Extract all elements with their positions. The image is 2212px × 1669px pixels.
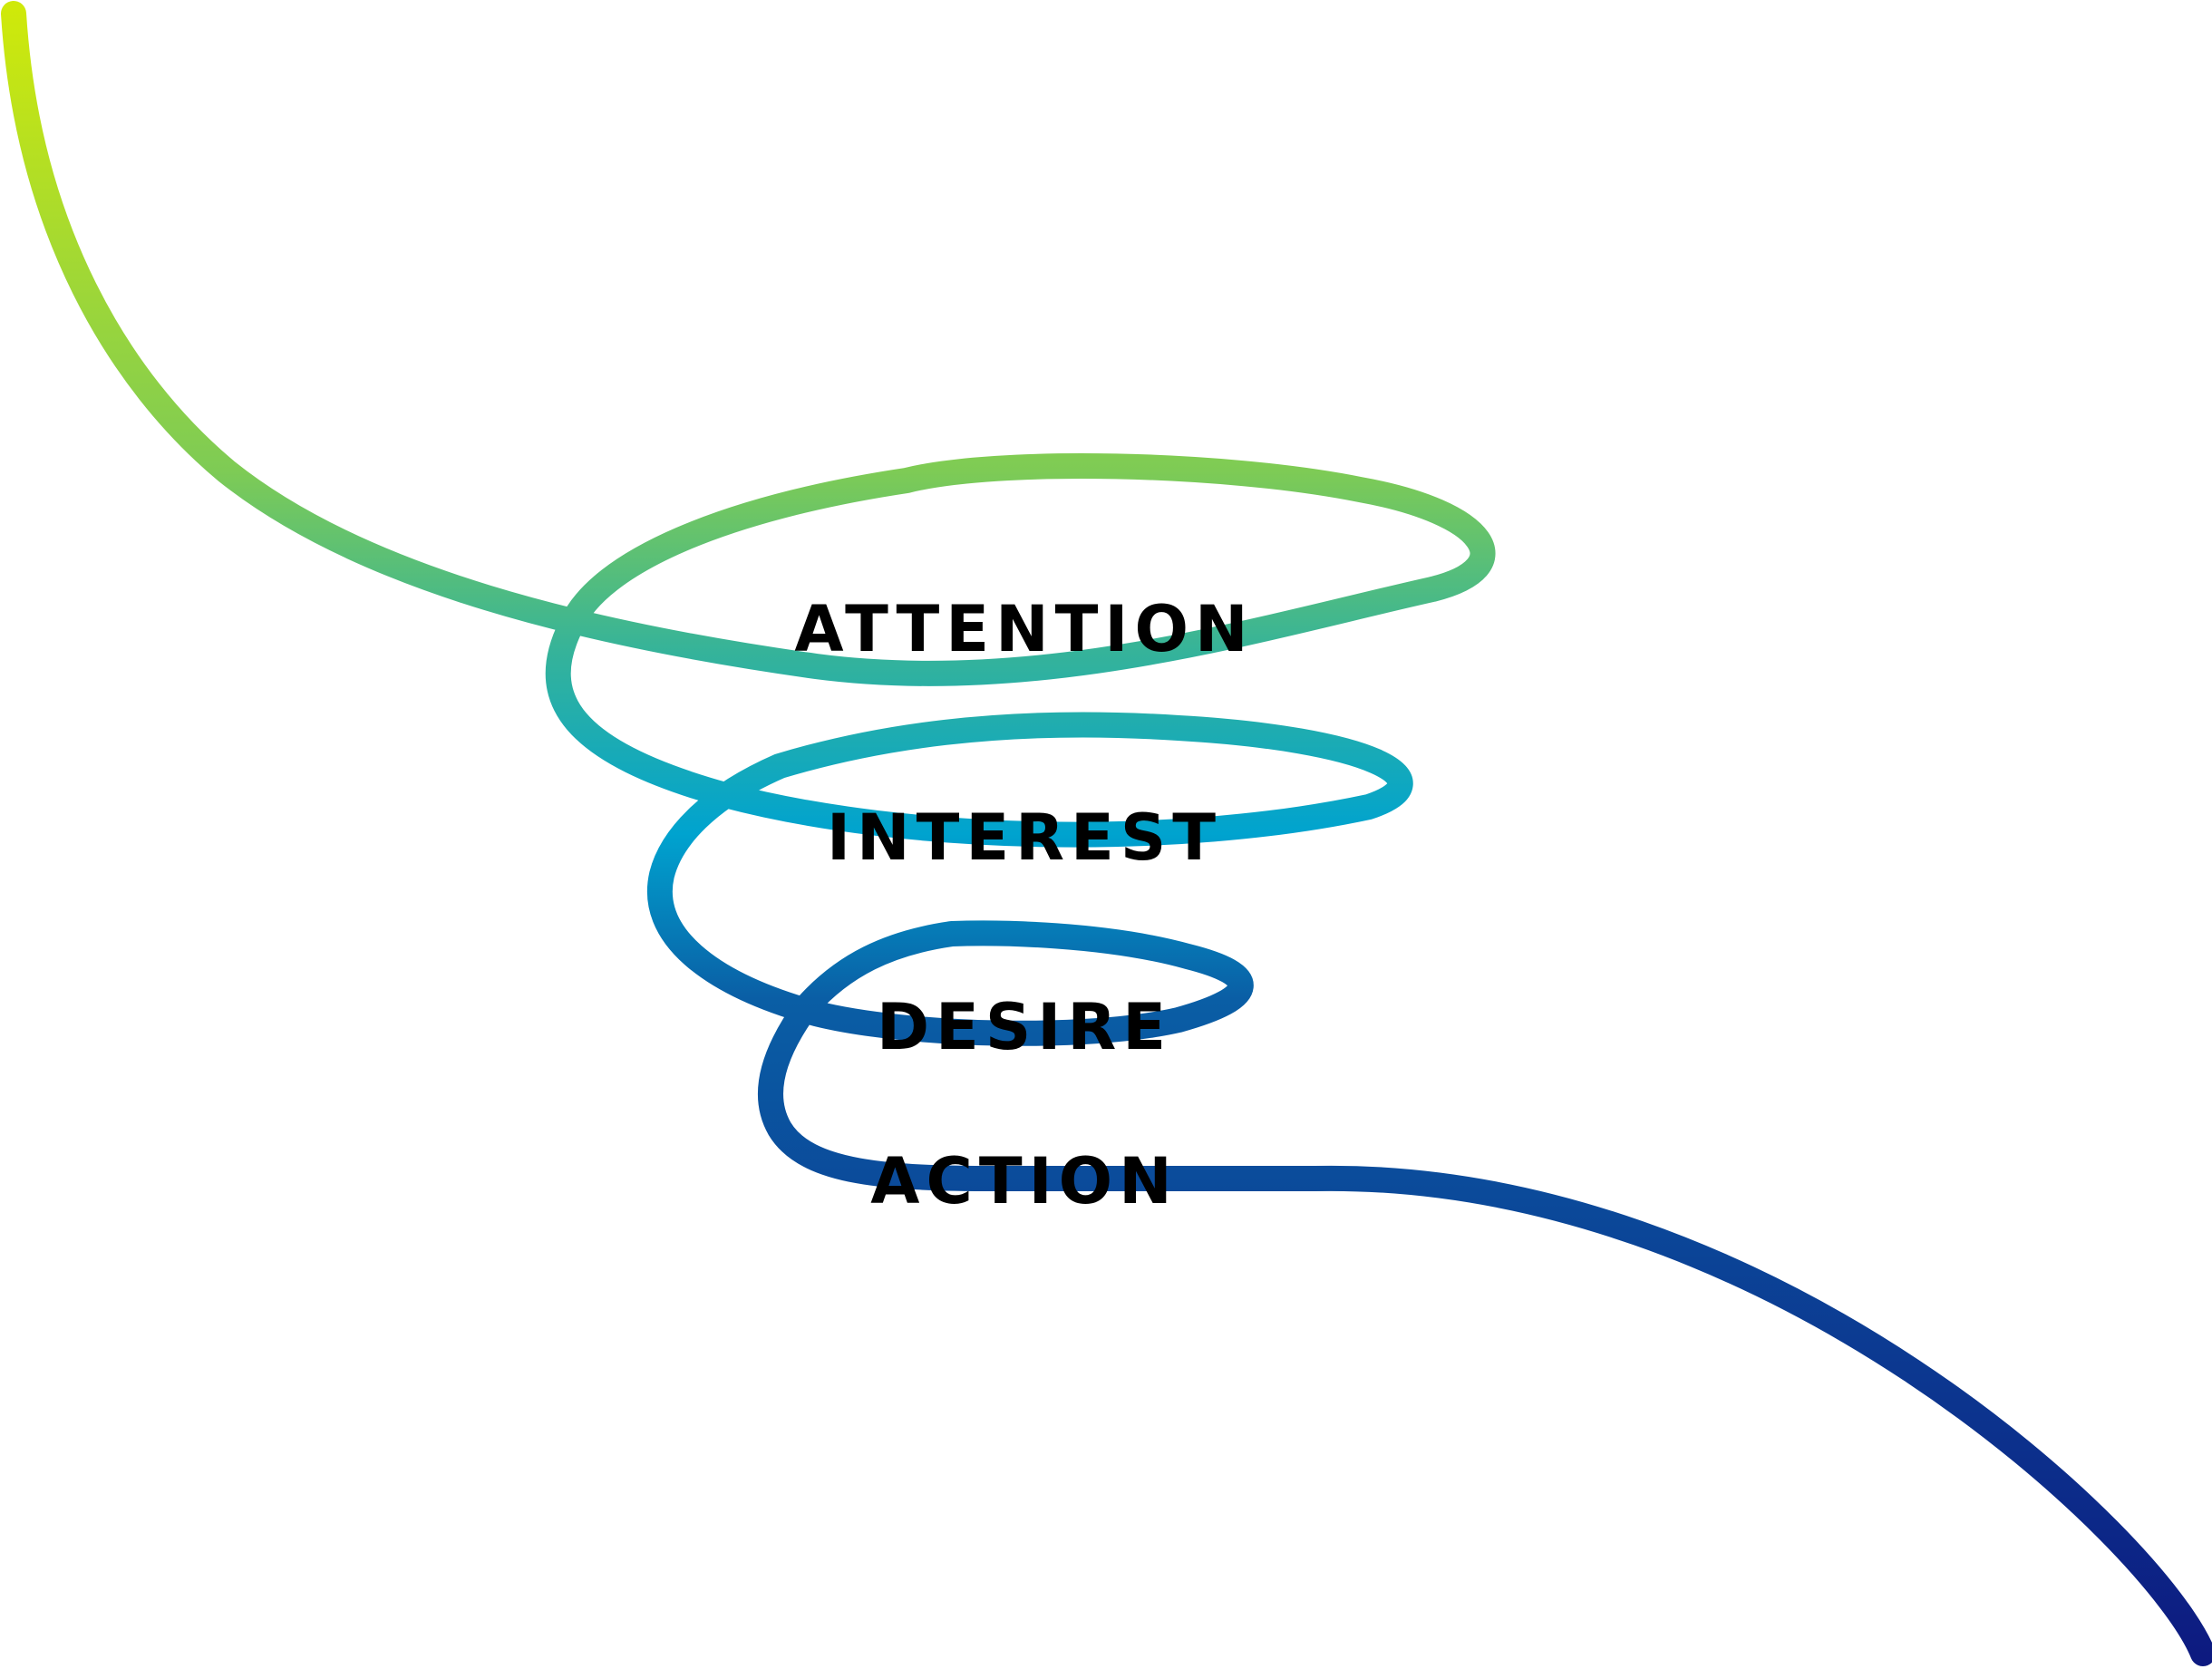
stage-label-desire: DESIRE: [877, 990, 1172, 1064]
stage-labels: ATTENTION INTEREST DESIRE ACTION: [794, 592, 1254, 1218]
stage-label-interest: INTEREST: [827, 801, 1222, 875]
stage-label-attention: ATTENTION: [794, 592, 1254, 666]
stage-label-action: ACTION: [870, 1144, 1178, 1218]
